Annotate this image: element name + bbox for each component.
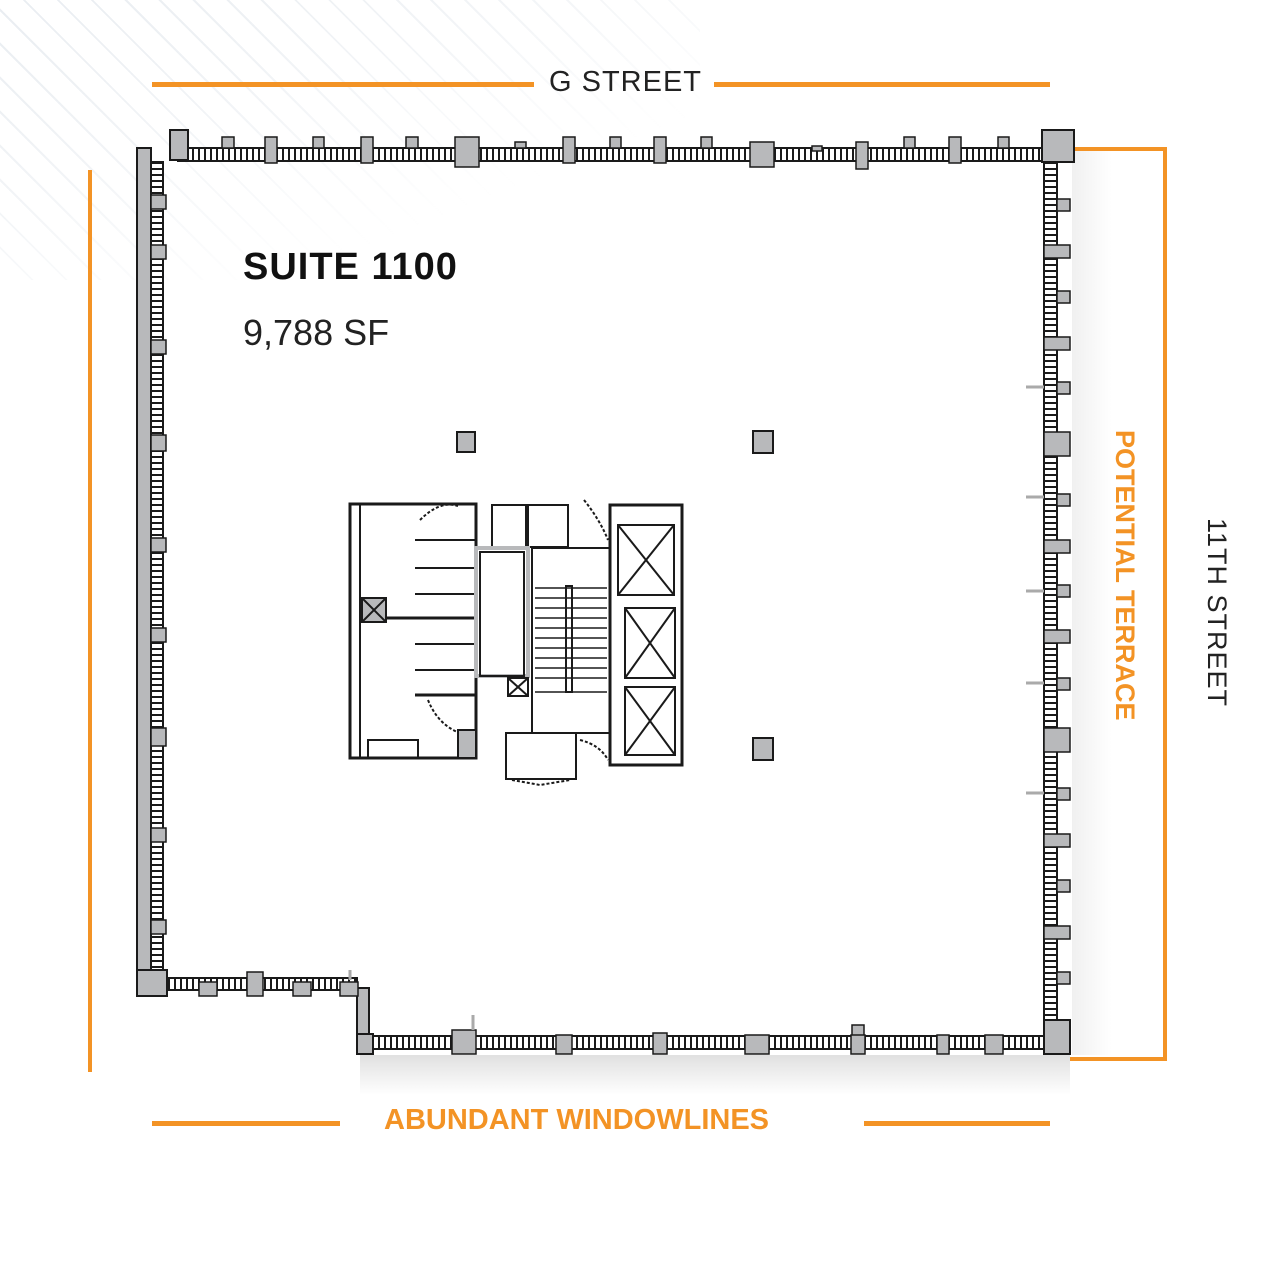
left-side-line (88, 170, 92, 1072)
abundant-windowlines-label: ABUNDANT WINDOWLINES (384, 1104, 770, 1136)
top-piers (221, 136, 1010, 170)
bottom-piers (198, 971, 1004, 1055)
decorative-stripes (0, 0, 700, 280)
partition-ticks (348, 385, 1044, 1030)
terrace-bracket-bottom (1070, 1057, 1167, 1061)
plan-shadow-right (1072, 150, 1112, 1055)
terrace-bracket-top (1070, 147, 1167, 151)
plan-shadow-bottom (360, 1055, 1070, 1095)
windowlines-line-right (864, 1121, 1050, 1126)
interior-columns (456, 430, 774, 761)
g-street-line-right (714, 82, 1050, 87)
right-piers (1043, 198, 1071, 985)
building-core (348, 499, 684, 787)
suite-area: 9,788 SF (243, 312, 390, 353)
g-street-label: G STREET (549, 66, 703, 98)
g-street-line-left (152, 82, 534, 87)
windowlines-line-left (152, 1121, 340, 1126)
left-piers (150, 194, 167, 935)
terrace-bracket-side (1163, 147, 1167, 1061)
suite-title: SUITE 1100 (243, 246, 458, 288)
